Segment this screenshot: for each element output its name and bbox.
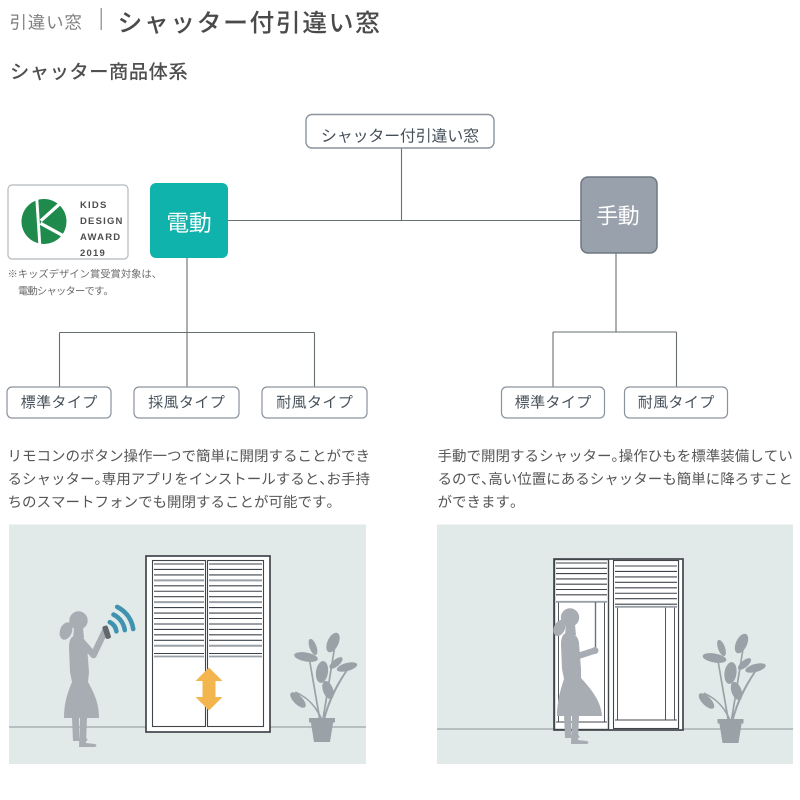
svg-text:KIDS: KIDS [80,200,108,211]
svg-text:2019: 2019 [80,248,106,259]
svg-text:AWARD: AWARD [80,232,121,243]
svg-text:DESIGN: DESIGN [80,216,124,227]
